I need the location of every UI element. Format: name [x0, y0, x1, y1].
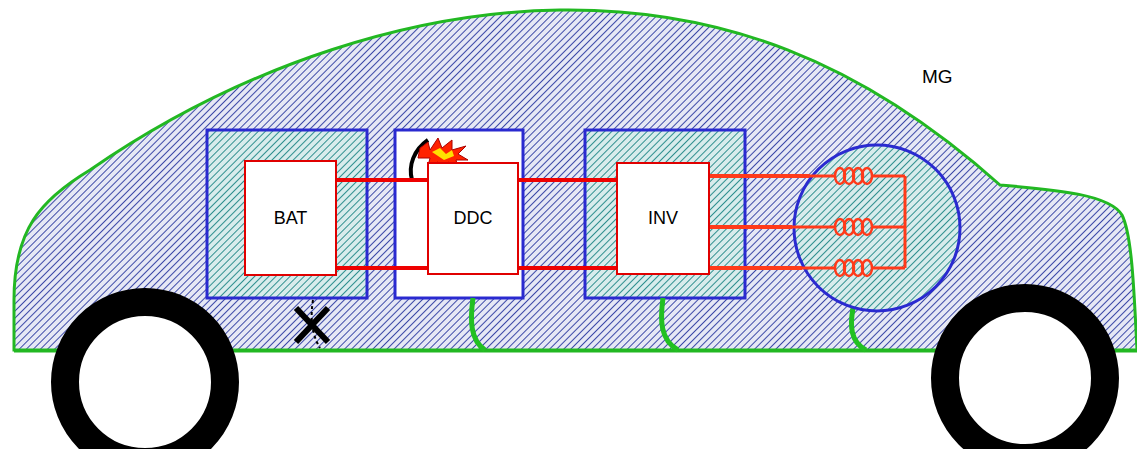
inverter-box: INV	[616, 162, 710, 275]
power-wire	[337, 266, 427, 270]
wheel	[945, 298, 1105, 449]
power-wire	[710, 225, 792, 229]
motor-label: MG	[922, 66, 953, 88]
component-label: INV	[648, 208, 678, 229]
wheel	[65, 302, 225, 449]
ground-strap	[662, 298, 678, 350]
ground-strap	[471, 298, 485, 350]
motor-outline	[792, 143, 962, 313]
inverter-housing	[585, 130, 745, 298]
battery-box: BAT	[244, 160, 337, 276]
component-label: DDC	[454, 208, 493, 229]
converter-housing	[395, 130, 523, 298]
power-wire	[337, 178, 427, 182]
motor-generator-circle: MG	[792, 143, 962, 313]
missing-ground-strap	[312, 300, 320, 348]
converter-box: DDC	[427, 162, 519, 275]
ground-strap	[851, 308, 866, 350]
component-label: BAT	[274, 208, 308, 229]
power-wire	[519, 178, 616, 182]
power-wire	[519, 266, 616, 270]
battery-housing	[207, 130, 367, 298]
power-wire	[710, 266, 802, 270]
